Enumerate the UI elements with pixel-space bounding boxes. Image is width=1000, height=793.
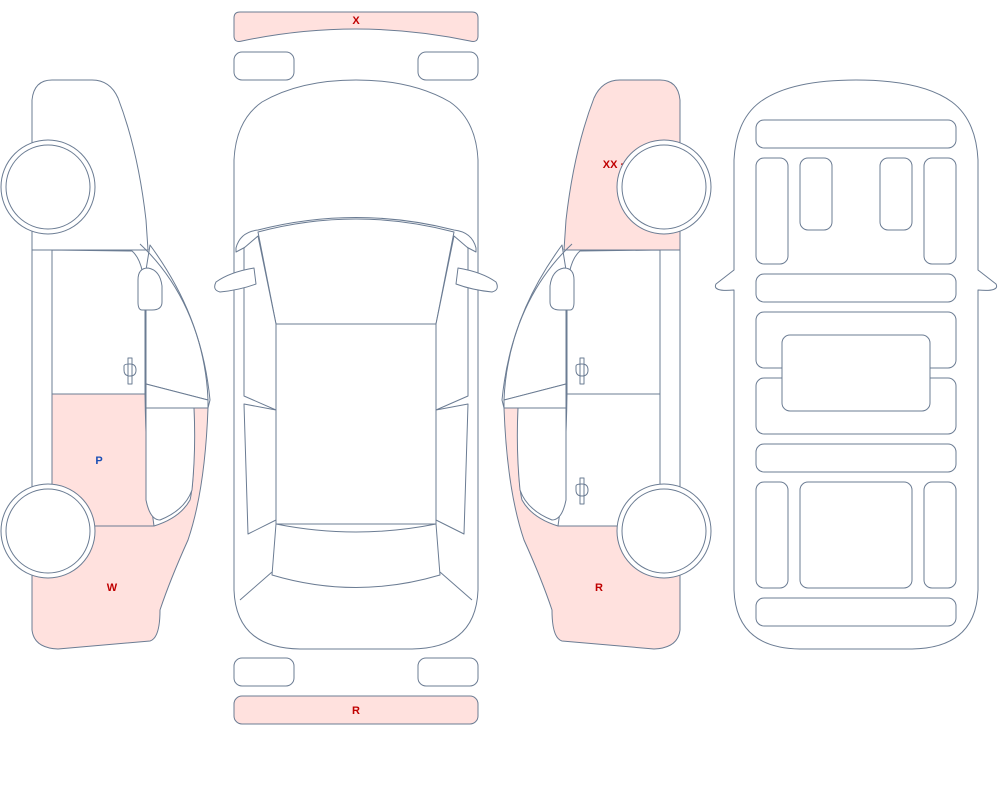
- right-front-window[interactable]: [503, 244, 567, 401]
- right-side-view: XX · R R: [501, 79, 712, 650]
- rear-bumper[interactable]: [233, 695, 479, 725]
- top-trunk[interactable]: [239, 571, 473, 601]
- front-bumper[interactable]: [233, 11, 479, 42]
- left-front-door-handle[interactable]: [123, 357, 137, 385]
- top-right-rear-window[interactable]: [435, 403, 469, 535]
- right-rear-door-handle[interactable]: [575, 477, 589, 505]
- left-side-view: P W: [0, 79, 211, 650]
- front-right-headlight[interactable]: [417, 51, 479, 81]
- right-side-mirror[interactable]: [549, 267, 575, 311]
- interior-front-right-seat[interactable]: [879, 157, 913, 231]
- left-rear-door-label: P: [95, 455, 102, 467]
- right-rear-wheel[interactable]: [616, 483, 712, 579]
- rear-bumper-label: R: [352, 705, 360, 717]
- interior-trunk[interactable]: [755, 597, 957, 627]
- front-left-headlight[interactable]: [233, 51, 295, 81]
- right-front-wheel[interactable]: [616, 139, 712, 235]
- left-rear-quarter-label: W: [107, 582, 118, 594]
- right-rear-quarter[interactable]: [503, 407, 681, 650]
- left-front-window[interactable]: [145, 244, 209, 401]
- interior-rear-floor[interactable]: [755, 443, 957, 473]
- interior-dashboard[interactable]: [755, 119, 957, 149]
- top-windshield[interactable]: [257, 218, 455, 325]
- top-right-mirror[interactable]: [455, 267, 498, 293]
- interior-view: [714, 79, 998, 650]
- front-bumper-label: X: [352, 15, 360, 27]
- left-rear-wheel[interactable]: [0, 483, 96, 579]
- interior-front-left-door-panel[interactable]: [755, 157, 789, 265]
- top-left-rear-window[interactable]: [243, 403, 277, 535]
- interior-rear-seat[interactable]: [799, 481, 913, 589]
- left-roof-line: [139, 243, 211, 409]
- interior-front-floor[interactable]: [755, 273, 957, 303]
- right-front-door-handle[interactable]: [575, 357, 589, 385]
- top-view: [214, 79, 498, 650]
- interior-front-right-door-panel[interactable]: [923, 157, 957, 265]
- rear-left-taillight[interactable]: [233, 657, 295, 687]
- right-rear-quarter-label: R: [595, 582, 603, 594]
- interior-rear-left-door-panel[interactable]: [755, 481, 789, 589]
- left-side-mirror[interactable]: [137, 267, 163, 311]
- interior-rear-right-door-panel[interactable]: [923, 481, 957, 589]
- right-rear-window[interactable]: [516, 407, 567, 521]
- left-rear-window[interactable]: [145, 407, 196, 521]
- left-rear-quarter[interactable]: [31, 407, 209, 650]
- rear-right-taillight[interactable]: [417, 657, 479, 687]
- right-roof-line: [501, 243, 573, 409]
- top-roof[interactable]: [275, 323, 437, 525]
- left-front-wheel[interactable]: [0, 139, 96, 235]
- interior-front-left-seat[interactable]: [799, 157, 833, 231]
- front-bumper-group: X: [233, 11, 479, 81]
- interior-center-console[interactable]: [781, 334, 931, 412]
- rear-bumper-group: R: [233, 657, 479, 725]
- top-left-mirror[interactable]: [214, 267, 257, 293]
- top-rear-window[interactable]: [271, 523, 441, 588]
